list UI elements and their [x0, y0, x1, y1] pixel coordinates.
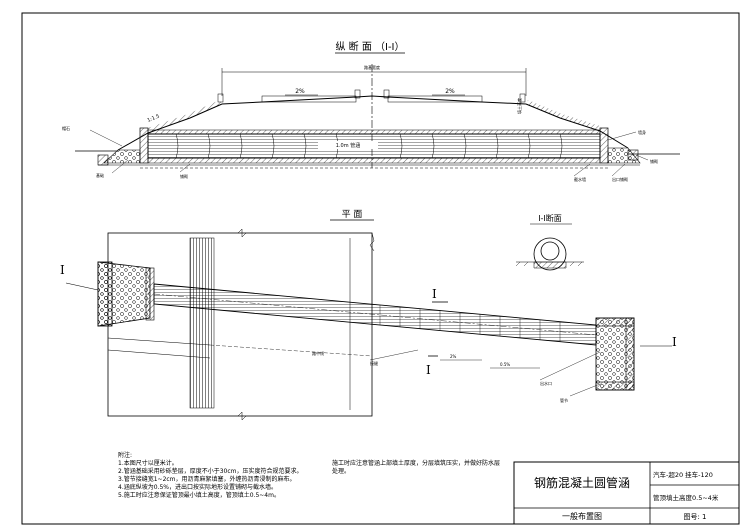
sheet-number: 图号: 1	[683, 513, 707, 521]
title-block-frame	[513, 461, 740, 525]
plan-callout-slope: 0.5%	[500, 362, 510, 367]
cut-mark-right: Ⅰ	[672, 335, 677, 349]
slope-right: 2%	[445, 88, 455, 95]
cut-mark-top: Ⅰ	[432, 287, 437, 301]
drawing-name: 钢筋混凝土圆管涵	[533, 476, 630, 490]
callout-right-cutoff: 截水墙	[574, 176, 586, 182]
cut-mark-left: Ⅰ	[60, 263, 65, 277]
notes-line-1: 1.本图尺寸以厘米计。	[118, 460, 178, 467]
callout-right-base: 铺砌	[650, 158, 658, 164]
plan-callout-gradient: 2%	[450, 354, 457, 359]
fill-height-label: 填土高度	[516, 98, 522, 114]
drawing-frame	[21, 12, 740, 525]
notes-header: 附注:	[118, 452, 133, 459]
notes-middle: 施工时应注意管涵上部填土厚度，分层填筑压实，并做好防水层处理。	[332, 460, 501, 475]
callout-left-base: 铺砌	[180, 173, 188, 179]
notes-line-4: 4.涵底纵坡为0.5%，进出口按实际地形设置铺砌与截水墙。	[118, 484, 277, 491]
sheet-name: 一般布置图	[562, 512, 602, 521]
cross-section: Ⅰ-Ⅰ断面	[515, 213, 584, 271]
cut-mark-bottom: Ⅰ	[426, 363, 431, 377]
design-load: 汽车-超20 挂车-120	[653, 471, 713, 479]
plan-callout-joint: 接缝	[370, 360, 378, 366]
plan-title: 平 面	[342, 209, 363, 220]
cross-section-title: Ⅰ-Ⅰ断面	[538, 213, 562, 223]
fill-height: 管顶填土高度0.5~4米	[653, 494, 719, 502]
callout-left-wall: 帽石	[62, 125, 70, 131]
longitudinal-section: 纵 断 面 （Ⅰ-Ⅰ） 路基宽度 2% 2% 1:1.5 填土高度	[62, 40, 680, 182]
notes-line-2: 2.管涵基础采用砂砾垫层，厚度不小于30cm，压实度符合规范要求。	[118, 468, 303, 475]
plan-callout-segment: 管节	[560, 397, 568, 403]
notes-line-5: 5.施工时应注意保证管顶最小填土高度，管顶填土0.5~4m。	[118, 492, 280, 499]
callout-right-wall: 墙身	[638, 129, 646, 135]
slope-left: 2%	[295, 88, 305, 95]
plan-view: 平 面 路中线 Ⅰ Ⅰ	[60, 209, 677, 421]
section-title: 纵 断 面 （Ⅰ-Ⅰ）	[335, 40, 404, 53]
gradient-label: 1:1.5	[147, 113, 161, 123]
road-center-label: 路中线	[312, 350, 324, 356]
callout-left-footing: 基础	[96, 172, 104, 178]
pipe-label: 1.0m 管涵	[336, 142, 360, 149]
notes-block: 附注: 1.本图尺寸以厘米计。 2.管涵基础采用砂砾垫层，厚度不小于30cm，压…	[118, 452, 323, 500]
callout-right-apron: 出口铺砌	[612, 176, 628, 182]
notes-line-3: 3.管节接缝宽1~2cm，用沥青麻絮填塞，外缠热沥青浸制的麻布。	[118, 476, 296, 483]
plan-callout-outlet: 出水口	[540, 380, 552, 386]
